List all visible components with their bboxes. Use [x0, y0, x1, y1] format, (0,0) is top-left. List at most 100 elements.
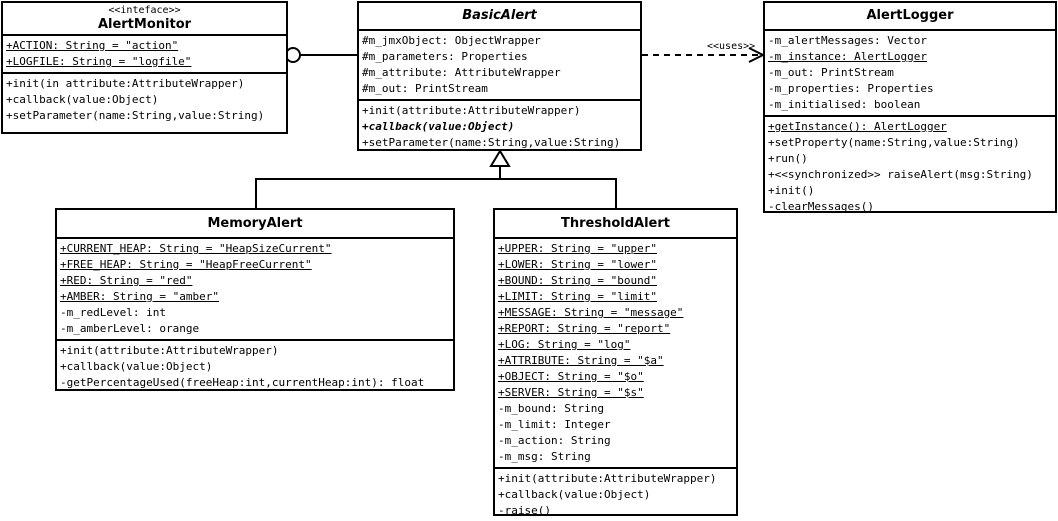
attribute-text: -m_properties: Properties — [768, 82, 934, 95]
operation-text: +init() — [768, 184, 815, 197]
attribute-row: -m_limit: Integer — [498, 417, 734, 433]
operation-row: +init(attribute:AttributeWrapper) — [60, 343, 451, 359]
attribute-text: +RED: String = "red" — [60, 274, 193, 287]
operation-row: +getInstance(): AlertLogger — [768, 119, 1053, 135]
class-name: AlertLogger — [866, 8, 954, 23]
operation-text: +callback(value:Object) — [362, 120, 515, 133]
class-alert-monitor[interactable]: <<inteface>> AlertMonitor +ACTION: Strin… — [1, 1, 288, 134]
operation-text: -clearMessages() — [768, 200, 874, 213]
generalization-line-memory — [255, 178, 500, 208]
operation-text: +getInstance(): AlertLogger — [768, 120, 947, 133]
operation-row: -raise() — [498, 503, 734, 519]
attribute-text: -m_msg: String — [498, 450, 591, 463]
attribute-row: +UPPER: String = "upper" — [498, 241, 734, 257]
class-memory-alert[interactable]: MemoryAlert +CURRENT_HEAP: String = "Hea… — [55, 208, 455, 391]
attribute-row: -m_bound: String — [498, 401, 734, 417]
operation-text: +setParameter(name:String,value:String) — [362, 136, 621, 149]
attribute-row: #m_jmxObject: ObjectWrapper — [362, 33, 638, 49]
attribute-row: +LOG: String = "log" — [498, 337, 734, 353]
operation-row: -clearMessages() — [768, 199, 1053, 215]
operation-compartment: +init(in attribute:AttributeWrapper) +cal… — [3, 74, 286, 126]
class-name: ThresholdAlert — [561, 216, 670, 231]
attribute-compartment: +ACTION: String = "action" +LOGFILE: Stri… — [3, 36, 286, 74]
attribute-compartment: +UPPER: String = "upper"+LOWER: String =… — [495, 239, 736, 469]
attribute-row: +LOWER: String = "lower" — [498, 257, 734, 273]
attribute-row: +LOGFILE: String = "logfile" — [6, 54, 284, 70]
generalization-line-threshold — [500, 178, 617, 208]
operation-row: +setProperty(name:String,value:String) — [768, 135, 1053, 151]
attribute-text: -m_out: PrintStream — [768, 66, 894, 79]
attribute-row: -m_properties: Properties — [768, 81, 1053, 97]
stereotype-label: <<inteface>> — [108, 5, 181, 16]
attribute-text: +OBJECT: String = "$o" — [498, 370, 644, 383]
attribute-row: #m_out: PrintStream — [362, 81, 638, 97]
operation-text: +setParameter(name:String,value:String) — [6, 109, 265, 122]
operation-compartment: +init(attribute:AttributeWrapper)+callba… — [495, 469, 736, 521]
operation-text: +<<synchronized>> raiseAlert(msg:String) — [768, 168, 1033, 181]
interface-lollipop-icon — [285, 47, 301, 63]
operation-text: +init(attribute:AttributeWrapper) — [60, 344, 279, 357]
class-header: ThresholdAlert — [495, 210, 736, 239]
class-name: MemoryAlert — [207, 216, 303, 231]
class-header: <<inteface>> AlertMonitor — [3, 3, 286, 36]
attribute-row: -m_out: PrintStream — [768, 65, 1053, 81]
operation-row: +setParameter(name:String,value:String) — [362, 135, 638, 151]
operation-row: +init(in attribute:AttributeWrapper) — [6, 76, 284, 92]
attribute-row: -m_amberLevel: orange — [60, 321, 451, 337]
operation-row: +callback(value:Object) — [6, 92, 284, 108]
attribute-row: -m_initialised: boolean — [768, 97, 1053, 113]
operation-text: +init(in attribute:AttributeWrapper) — [6, 77, 245, 90]
operation-compartment: +init(attribute:AttributeWrapper) +callba… — [359, 101, 640, 153]
attribute-text: -m_initialised: boolean — [768, 98, 921, 111]
attribute-compartment: -m_alertMessages: Vector-m_instance: Ale… — [765, 31, 1055, 117]
generalization-triangle-icon — [489, 149, 511, 167]
operation-row: +init() — [768, 183, 1053, 199]
class-basic-alert[interactable]: BasicAlert #m_jmxObject: ObjectWrapper#m… — [357, 1, 642, 151]
attribute-row: +SERVER: String = "$s" — [498, 385, 734, 401]
attribute-text: +REPORT: String = "report" — [498, 322, 671, 335]
operation-compartment: +init(attribute:AttributeWrapper)+callba… — [57, 341, 453, 393]
attribute-text: -m_action: String — [498, 434, 611, 447]
attribute-row: -m_redLevel: int — [60, 305, 451, 321]
attribute-text: +BOUND: String = "bound" — [498, 274, 657, 287]
operation-text: +run() — [768, 152, 808, 165]
attribute-row: -m_msg: String — [498, 449, 734, 465]
attribute-text: #m_attribute: AttributeWrapper — [362, 66, 561, 79]
operation-row: +<<synchronized>> raiseAlert(msg:String) — [768, 167, 1053, 183]
attribute-text: +SERVER: String = "$s" — [498, 386, 644, 399]
operation-text: +callback(value:Object) — [6, 93, 159, 106]
attribute-row: +FREE_HEAP: String = "HeapFreeCurrent" — [60, 257, 451, 273]
class-header: BasicAlert — [359, 3, 640, 31]
class-alert-logger[interactable]: AlertLogger -m_alertMessages: Vector-m_i… — [763, 1, 1057, 213]
attribute-row: -m_action: String — [498, 433, 734, 449]
operation-row: +callback(value:Object) — [498, 487, 734, 503]
attribute-text: +AMBER: String = "amber" — [60, 290, 219, 303]
operation-row: -getPercentageUsed(freeHeap:int,currentH… — [60, 375, 451, 391]
attribute-row: +AMBER: String = "amber" — [60, 289, 451, 305]
attribute-text: #m_jmxObject: ObjectWrapper — [362, 34, 541, 47]
attribute-row: +MESSAGE: String = "message" — [498, 305, 734, 321]
attribute-row: +ACTION: String = "action" — [6, 38, 284, 54]
class-header: MemoryAlert — [57, 210, 453, 239]
operation-text: +callback(value:Object) — [498, 488, 651, 501]
class-name: AlertMonitor — [97, 17, 192, 32]
attribute-text: -m_limit: Integer — [498, 418, 611, 431]
attribute-text: +MESSAGE: String = "message" — [498, 306, 684, 319]
attribute-text: -m_bound: String — [498, 402, 604, 415]
attribute-text: -m_redLevel: int — [60, 306, 166, 319]
attribute-text: +LIMIT: String = "limit" — [498, 290, 657, 303]
attribute-compartment: +CURRENT_HEAP: String = "HeapSizeCurrent… — [57, 239, 453, 341]
attribute-text: +LOGFILE: String = "logfile" — [6, 55, 192, 68]
class-header: AlertLogger — [765, 3, 1055, 31]
attribute-text: +ATTRIBUTE: String = "$a" — [498, 354, 664, 367]
attribute-row: +REPORT: String = "report" — [498, 321, 734, 337]
operation-text: +init(attribute:AttributeWrapper) — [362, 104, 581, 117]
attribute-text: +FREE_HEAP: String = "HeapFreeCurrent" — [60, 258, 312, 271]
operation-text: -getPercentageUsed(freeHeap:int,currentH… — [60, 376, 425, 389]
operation-row: +init(attribute:AttributeWrapper) — [362, 103, 638, 119]
attribute-text: -m_instance: AlertLogger — [768, 50, 927, 63]
class-threshold-alert[interactable]: ThresholdAlert +UPPER: String = "upper"+… — [493, 208, 738, 517]
attribute-text: +ACTION: String = "action" — [6, 39, 179, 52]
attribute-compartment: #m_jmxObject: ObjectWrapper#m_parameters… — [359, 31, 640, 101]
